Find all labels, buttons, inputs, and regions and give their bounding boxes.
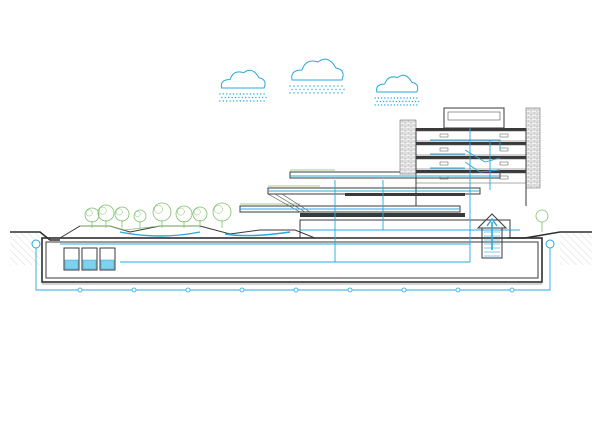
tree-icon — [114, 206, 130, 228]
floor-slab — [415, 142, 527, 156]
cloud-icon — [219, 69, 267, 102]
pipe-node — [239, 287, 245, 293]
pipe-node — [401, 287, 407, 293]
rain-drops-icon — [289, 85, 345, 94]
water-tank — [81, 247, 98, 271]
water-tank — [99, 247, 116, 271]
floor-slab — [415, 170, 527, 184]
tower — [399, 107, 541, 206]
landscape-roof — [59, 225, 316, 239]
ground — [10, 231, 592, 265]
cloud-icon — [374, 74, 420, 106]
floor-slab — [415, 128, 527, 142]
pipe-node — [77, 287, 83, 293]
arrow-icon — [486, 217, 498, 227]
terraced-building — [239, 169, 511, 239]
pipe-node — [131, 287, 137, 293]
tree-icon — [84, 207, 100, 228]
tree-icon — [152, 202, 172, 228]
pipe-node — [509, 287, 515, 293]
tree-icon — [192, 206, 208, 228]
pipe-node — [185, 287, 191, 293]
tree-icon — [97, 204, 115, 228]
rain-drops-icon — [374, 97, 420, 106]
vent-icon — [476, 213, 508, 259]
rain-drops-icon — [219, 93, 267, 102]
tree-icon — [175, 205, 193, 228]
water-tanks — [63, 247, 116, 271]
downpipes — [240, 128, 520, 262]
pipe-node — [455, 287, 461, 293]
pipe-node — [293, 287, 299, 293]
pipe-node — [347, 287, 353, 293]
tree-icon — [212, 202, 232, 228]
cloud-icon — [289, 58, 345, 94]
tree-icon — [133, 209, 147, 228]
trees-group — [84, 202, 232, 228]
clouds-group — [219, 58, 420, 106]
underground-pipe — [31, 239, 555, 293]
floor-slab — [415, 156, 527, 170]
water-tank — [63, 247, 80, 271]
basement-structure — [41, 237, 543, 285]
tree-right — [535, 209, 549, 232]
